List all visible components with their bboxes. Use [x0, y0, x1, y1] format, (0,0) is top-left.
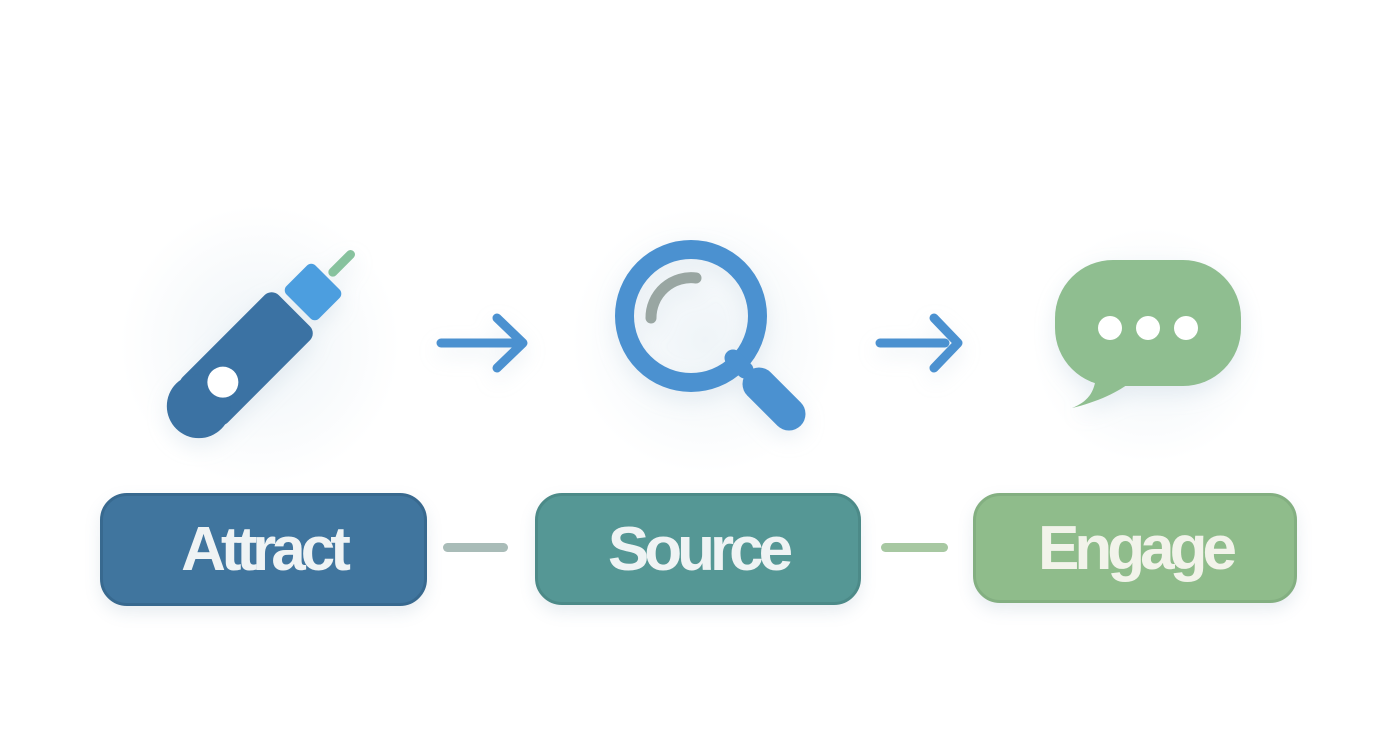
lens-ring — [615, 240, 767, 392]
pen-icon — [166, 250, 355, 439]
magnifying-glass-icon — [615, 240, 806, 431]
handle — [742, 367, 806, 431]
bubble-dot — [1174, 316, 1198, 340]
pen-cap — [284, 263, 342, 321]
bubble-dot — [1136, 316, 1160, 340]
stage-box-source: Source — [535, 493, 861, 605]
lens-glare — [645, 272, 702, 324]
stage-label-source: Source — [607, 514, 793, 584]
stage-box-attract: Attract — [100, 493, 427, 606]
stage-label-attract: Attract — [181, 515, 351, 584]
flow-arrow-icon — [436, 313, 528, 373]
connector-attract-source — [443, 543, 508, 552]
stage-label-engage: Engage — [1038, 513, 1237, 583]
bubble-dot — [1098, 316, 1122, 340]
pen-clip-tip — [328, 250, 355, 277]
pen-hole — [207, 366, 239, 398]
flow-arrow-icon — [875, 313, 963, 373]
speech-bubble-icon — [1055, 260, 1241, 408]
stage-box-engage: Engage — [973, 493, 1297, 603]
connector-source-engage — [881, 543, 948, 552]
handle-neck — [724, 349, 754, 379]
